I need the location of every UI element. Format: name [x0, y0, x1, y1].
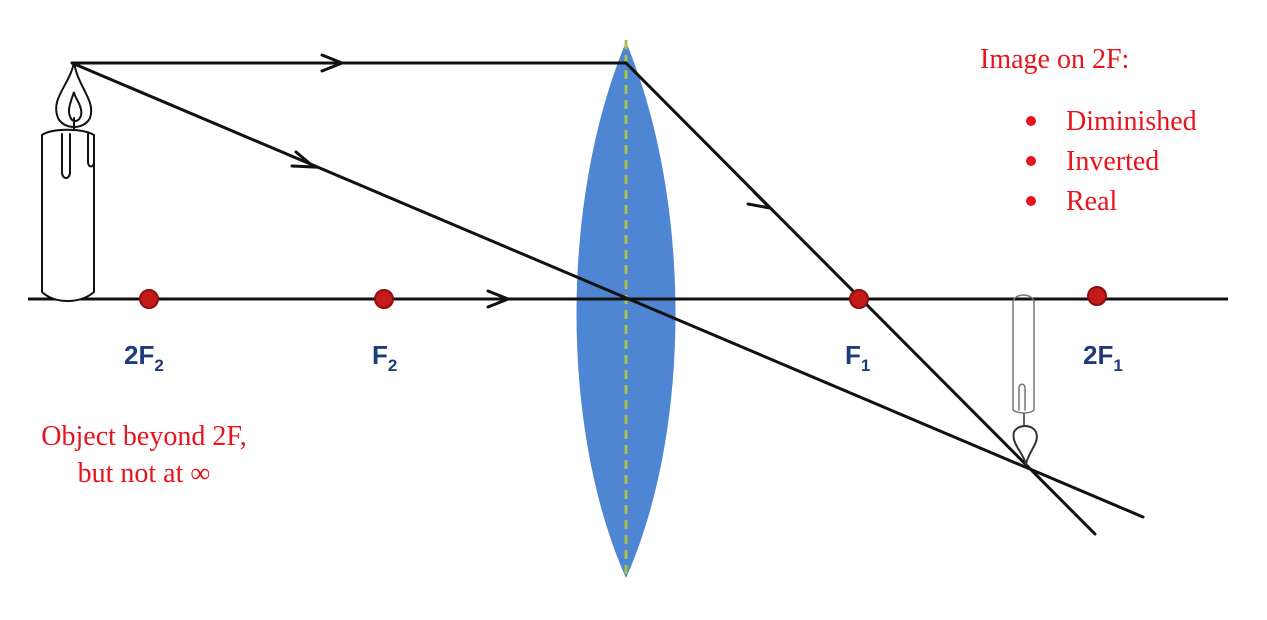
label-f2: F2 — [372, 340, 397, 375]
focal-dot-2f1 — [1087, 286, 1107, 306]
candle-image — [1012, 294, 1038, 468]
image-drip — [1018, 383, 1026, 411]
bullet-icon — [1026, 196, 1036, 206]
candle-body — [41, 134, 95, 302]
axis-arrow — [486, 289, 513, 309]
label-f1: F1 — [845, 340, 870, 375]
image-title: Image on 2F: — [980, 44, 1129, 75]
convex-lens — [576, 40, 676, 580]
image-properties-list: Diminished Inverted Real — [1026, 106, 1197, 217]
property-diminished: Diminished — [1066, 106, 1197, 137]
label-2f2: 2F2 — [124, 340, 164, 375]
property-inverted: Inverted — [1066, 146, 1159, 177]
wax-drip — [61, 133, 71, 179]
flame-inner — [67, 91, 83, 122]
candle-object — [41, 61, 95, 302]
central-ray-arrow — [290, 150, 319, 169]
image-top — [1012, 294, 1035, 302]
focal-dot-f1 — [849, 289, 869, 309]
focal-point-dots — [139, 286, 1107, 309]
image-body — [1012, 300, 1035, 414]
bullet-icon — [1026, 116, 1036, 126]
candle-top — [41, 128, 95, 136]
property-real: Real — [1066, 186, 1118, 217]
focal-dot-2f2 — [139, 289, 159, 309]
image-flame — [1012, 425, 1038, 468]
label-2f1: 2F1 — [1083, 340, 1123, 375]
refracted-ray-arrow — [746, 190, 775, 211]
bullet-icon — [1026, 156, 1036, 166]
central-ray — [70, 61, 1145, 519]
focal-dot-f2 — [374, 289, 394, 309]
wax-drip-right — [87, 133, 95, 168]
parallel-ray-arrow — [320, 53, 347, 73]
object-note-line2: but not at ∞ — [78, 458, 211, 489]
object-note-line1: Object beyond 2F, — [41, 421, 246, 452]
